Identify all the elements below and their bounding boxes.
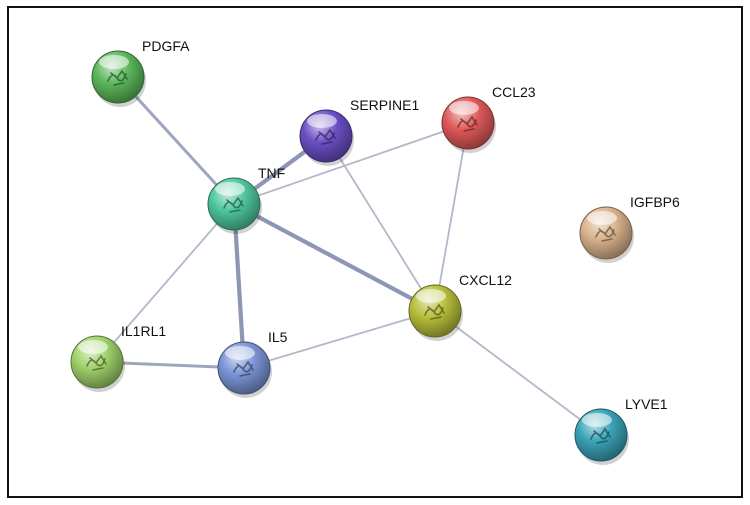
protein-structure-icon (107, 69, 128, 86)
node-lyve1[interactable]: LYVE1 (574, 396, 668, 465)
node-gloss (307, 114, 337, 128)
node-tnf[interactable]: TNF (207, 165, 285, 234)
node-label-igfbp6: IGFBP6 (630, 194, 680, 210)
node-il5[interactable]: IL5 (217, 329, 288, 398)
edge-cxcl12-lyve1[interactable] (434, 310, 602, 436)
node-gloss (78, 340, 108, 354)
edge-ccl23-tnf[interactable] (233, 122, 469, 205)
edge-tnf-il5[interactable] (231, 201, 247, 371)
protein-structure-icon (424, 303, 445, 320)
node-cxcl12[interactable]: CXCL12 (408, 272, 512, 341)
edge-tnf-cxcl12[interactable] (231, 201, 438, 314)
protein-structure-icon (457, 115, 478, 132)
protein-structure-icon (233, 360, 254, 377)
node-gloss (587, 211, 617, 225)
node-label-lyve1: LYVE1 (625, 396, 668, 412)
edge-serpine1-cxcl12[interactable] (325, 135, 436, 312)
node-label-tnf: TNF (258, 165, 285, 181)
node-serpine1[interactable]: SERPINE1 (299, 97, 419, 166)
node-pdgfa[interactable]: PDGFA (91, 38, 190, 107)
protein-structure-icon (595, 225, 616, 242)
node-ccl23[interactable]: CCL23 (441, 84, 536, 153)
node-gloss (225, 346, 255, 360)
node-label-il5: IL5 (268, 329, 288, 345)
protein-structure-icon (86, 354, 107, 371)
node-il1rl1[interactable]: IL1RL1 (70, 323, 166, 392)
protein-structure-icon (223, 196, 244, 213)
node-gloss (215, 182, 245, 196)
node-gloss (449, 101, 479, 115)
node-gloss (99, 55, 129, 69)
edge-il5-cxcl12[interactable] (243, 310, 436, 369)
node-igfbp6[interactable]: IGFBP6 (579, 194, 680, 263)
node-gloss (416, 289, 446, 303)
edge-ccl23-cxcl12[interactable] (434, 122, 469, 312)
node-label-serpine1: SERPINE1 (350, 97, 419, 113)
edge-pdgfa-tnf[interactable] (116, 75, 236, 206)
node-label-il1rl1: IL1RL1 (121, 323, 166, 339)
protein-structure-icon (590, 427, 611, 444)
edge-tnf-il1rl1[interactable] (96, 203, 235, 363)
protein-structure-icon (315, 128, 336, 145)
node-label-ccl23: CCL23 (492, 84, 536, 100)
node-label-pdgfa: PDGFA (142, 38, 190, 54)
node-gloss (582, 413, 612, 427)
node-label-cxcl12: CXCL12 (459, 272, 512, 288)
